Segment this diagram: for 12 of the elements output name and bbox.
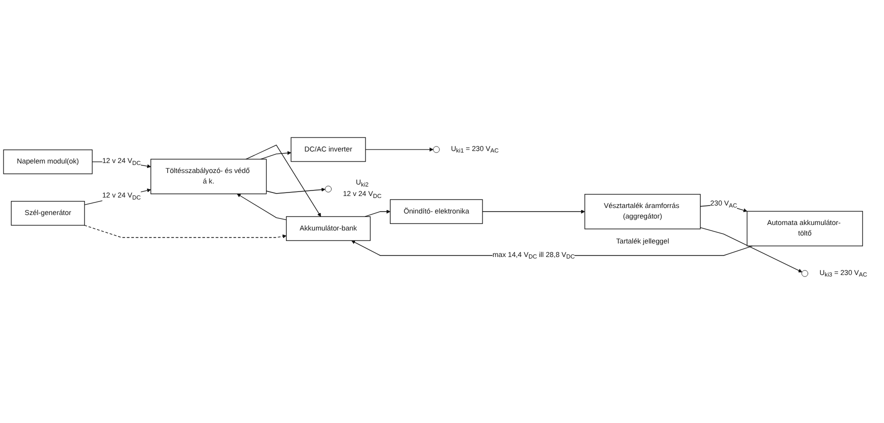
node-circle bbox=[433, 146, 440, 153]
arrow bbox=[365, 148, 434, 152]
arrow bbox=[700, 227, 802, 272]
arrow bbox=[84, 224, 286, 238]
arrow bbox=[482, 210, 585, 214]
node-circle bbox=[802, 270, 808, 277]
arrow bbox=[364, 210, 390, 217]
arrow bbox=[246, 144, 321, 217]
node-circle bbox=[324, 186, 332, 192]
arrow bbox=[266, 188, 326, 194]
arrow bbox=[236, 194, 287, 220]
arrow bbox=[260, 151, 292, 160]
